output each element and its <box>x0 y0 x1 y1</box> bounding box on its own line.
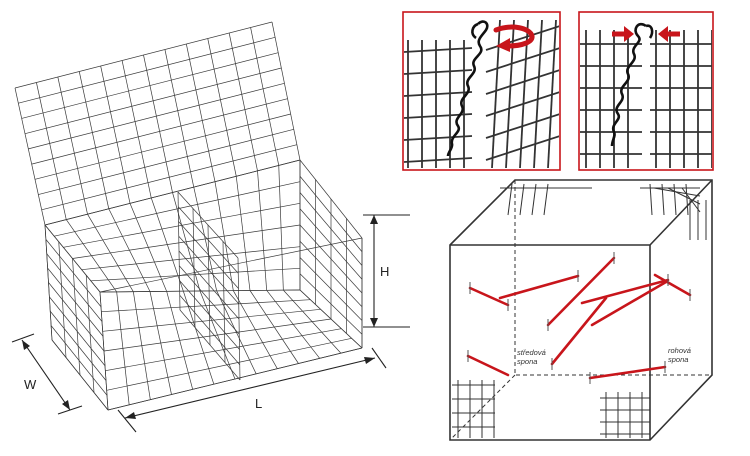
cube-braces <box>466 256 692 380</box>
basket-lid-mesh <box>14 21 301 226</box>
spiral-wire <box>446 20 489 157</box>
height-label: H <box>380 264 389 279</box>
basket-floor-mesh <box>99 289 363 411</box>
length-label: L <box>255 396 262 411</box>
basket-right-side-mesh <box>299 159 363 349</box>
basket-back-mesh <box>44 159 301 293</box>
braced-cube <box>449 179 713 441</box>
center-brace-label-1: středová <box>517 348 546 357</box>
center-brace-label-2: spona <box>517 357 537 366</box>
rotate-arrow-icon <box>493 24 535 52</box>
detail-panel-crimp <box>578 11 714 171</box>
gabion-basket <box>14 21 363 411</box>
dimension-lines <box>11 214 410 433</box>
width-label: W <box>24 377 37 392</box>
basket-divider-mesh <box>177 191 241 381</box>
detail-panel-twist <box>402 11 561 171</box>
corner-brace-label-1: rohová <box>668 346 691 355</box>
brace-end-ticks <box>467 252 691 384</box>
closed-spiral-wire <box>610 22 647 147</box>
corner-brace-label-2: spona <box>668 355 688 364</box>
basket-front-mesh <box>44 224 363 411</box>
press-arrows-icon <box>612 26 680 42</box>
